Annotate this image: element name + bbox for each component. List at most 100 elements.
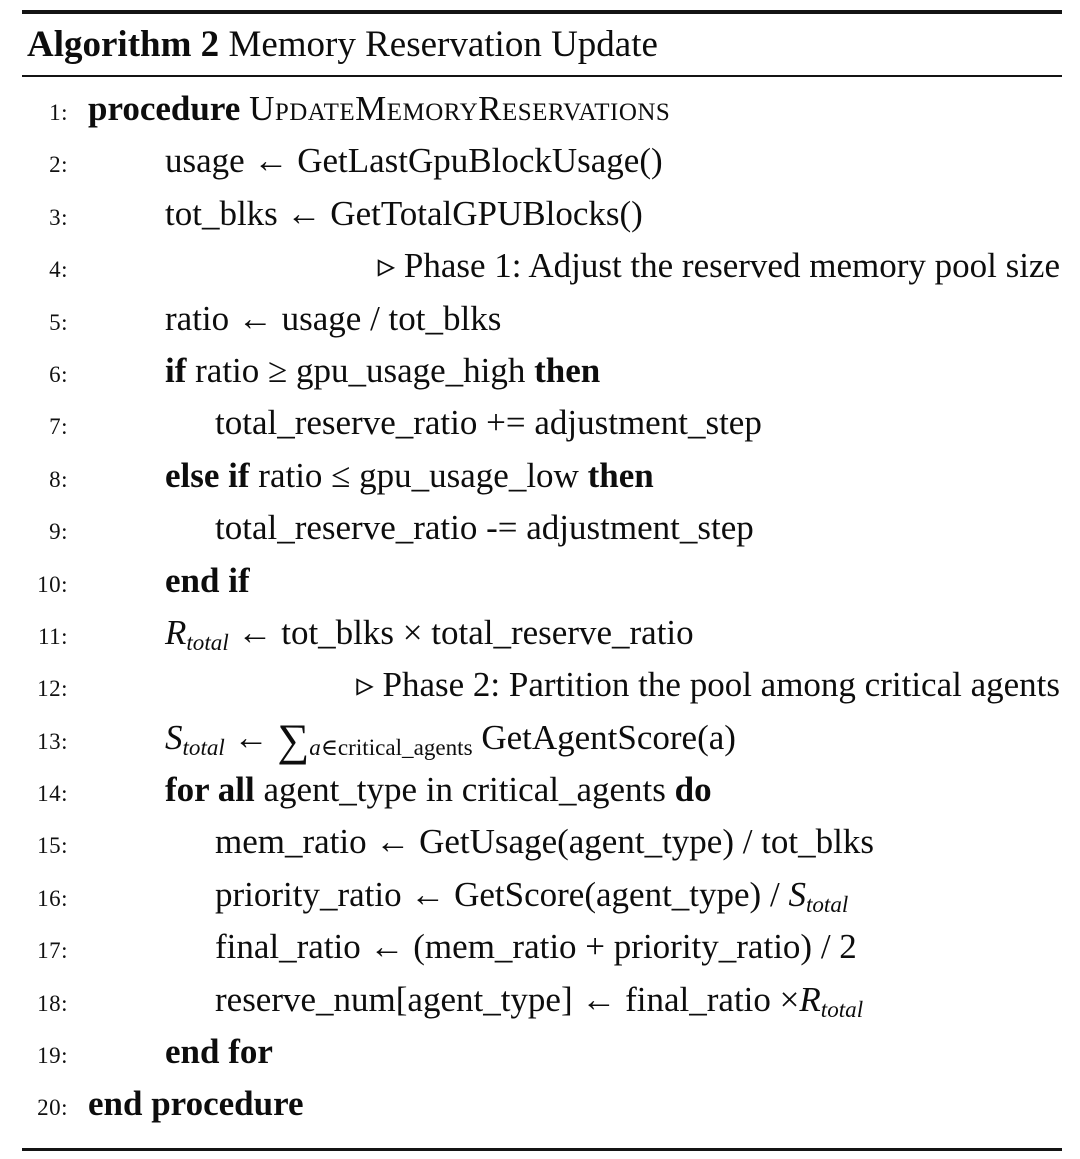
algorithm-line: 17: final_ratio ← (mem_ratio + priority_r… [22, 927, 1062, 979]
code-segment: ▹ Phase 1: Adjust the reserved memory po… [377, 246, 1060, 286]
code-segment: ∈critical_agents [320, 733, 473, 760]
code-segment: then [587, 455, 654, 495]
code-segment: do [674, 770, 712, 810]
code-text: Stotal ← ∑a∈critical_agents GetAgentScor… [88, 717, 1062, 762]
line-number: 16: [37, 885, 68, 911]
code-text: Rtotal ← tot_blks × total_reserve_ratio [88, 613, 1062, 656]
code-segment: usage ← GetLastGpuBlockUsage() [165, 141, 663, 181]
code-text: usage ← GetLastGpuBlockUsage() [88, 141, 1062, 181]
algorithm-figure: Algorithm 2 Memory Reservation Update 1:… [22, 10, 1062, 1151]
line-number: 19: [37, 1043, 68, 1069]
algorithm-line: 4: ▹ Phase 1: Adjust the reserved memory … [22, 246, 1062, 298]
code-segment: ratio ≥ gpu_usage_high [195, 350, 535, 390]
algorithm-line: 1:procedure UpdateMemoryReservations [22, 89, 1062, 141]
code-text: end procedure [88, 1084, 1062, 1124]
code-segment: then [534, 350, 601, 390]
comment-text: ▹ Phase 2: Partition the pool among crit… [88, 665, 1062, 705]
code-segment: end if [165, 560, 250, 600]
code-segment: end for [165, 1032, 273, 1072]
line-number: 5: [49, 309, 68, 335]
code-segment: total [182, 733, 225, 760]
code-segment: S [788, 874, 806, 914]
code-segment: priority_ratio ← GetScore(agent_type) / [215, 874, 789, 914]
line-number: 13: [37, 728, 68, 754]
code-segment: S [165, 717, 183, 757]
code-segment: a [309, 733, 321, 760]
code-segment: ratio ≤ gpu_usage_low [258, 455, 588, 495]
line-number: 14: [37, 781, 68, 807]
code-text: end if [88, 561, 1062, 601]
algorithm-line: 12: ▹ Phase 2: Partition the pool among c… [22, 665, 1062, 717]
algorithm-line: 14: for all agent_type in critical_agents… [22, 770, 1062, 822]
algorithm-line: 10: end if [22, 561, 1062, 613]
code-segment: mem_ratio ← GetUsage(agent_type) / tot_b… [215, 822, 875, 862]
code-text: reserve_num[agent_type] ← final_ratio ×R… [88, 980, 1062, 1023]
line-number: 6: [49, 361, 68, 387]
line-number: 15: [37, 833, 68, 859]
code-segment: R [165, 612, 187, 652]
code-segment: UpdateMemoryReservations [249, 89, 671, 128]
code-segment: ← [224, 717, 278, 757]
algorithm-line: 7: total_reserve_ratio += adjustment_step [22, 403, 1062, 455]
line-number: 9: [49, 519, 68, 545]
code-text: tot_blks ← GetTotalGPUBlocks() [88, 194, 1062, 234]
code-text: for all agent_type in critical_agents do [88, 770, 1062, 810]
algorithm-line: 20:end procedure [22, 1084, 1062, 1136]
code-segment: for all [165, 770, 264, 810]
code-segment: total [186, 628, 229, 655]
algorithm-line: 9: total_reserve_ratio -= adjustment_step [22, 508, 1062, 560]
line-number: 10: [37, 571, 68, 597]
code-segment: ratio ← usage / tot_blks [165, 298, 502, 338]
line-number: 12: [37, 676, 68, 702]
algorithm-body: 1:procedure UpdateMemoryReservations 2: us… [22, 77, 1062, 1148]
code-segment: ▹ Phase 2: Partition the pool among crit… [356, 665, 1060, 705]
code-segment: procedure [88, 89, 250, 128]
code-segment: GetAgentScore(a) [472, 717, 736, 757]
algorithm-line: 2: usage ← GetLastGpuBlockUsage() [22, 141, 1062, 193]
algorithm-line: 6: if ratio ≥ gpu_usage_high then [22, 351, 1062, 403]
algorithm-line: 19: end for [22, 1032, 1062, 1084]
line-number: 3: [49, 204, 68, 230]
code-text: total_reserve_ratio += adjustment_step [88, 403, 1062, 443]
line-number: 18: [37, 990, 68, 1016]
code-text: final_ratio ← (mem_ratio + priority_rati… [88, 927, 1062, 967]
code-text: if ratio ≥ gpu_usage_high then [88, 351, 1062, 391]
line-number: 4: [49, 257, 68, 283]
algorithm-line: 13: Stotal ← ∑a∈critical_agents GetAgentS… [22, 717, 1062, 770]
code-segment: reserve_num[agent_type] ← final_ratio × [215, 979, 800, 1019]
code-text: procedure UpdateMemoryReservations [88, 89, 1062, 129]
code-text: else if ratio ≤ gpu_usage_low then [88, 456, 1062, 496]
code-segment: tot_blks ← GetTotalGPUBlocks() [165, 193, 643, 233]
algorithm-line: 18: reserve_num[agent_type] ← final_ratio… [22, 980, 1062, 1032]
algorithm-line: 8:else if ratio ≤ gpu_usage_low then [22, 456, 1062, 508]
code-segment: total [820, 995, 864, 1022]
code-segment: total [805, 890, 849, 917]
code-segment: total_reserve_ratio += adjustment_step [215, 403, 762, 443]
algorithm-caption-label: Algorithm 2 [27, 24, 220, 65]
code-text: mem_ratio ← GetUsage(agent_type) / tot_b… [88, 822, 1062, 862]
algorithm-caption-title: Memory Reservation Update [219, 24, 658, 65]
code-text: end for [88, 1032, 1062, 1072]
code-segment: end procedure [88, 1084, 304, 1124]
line-number: 17: [37, 938, 68, 964]
algorithm-line: 16: priority_ratio ← GetScore(agent_type)… [22, 875, 1062, 927]
line-number: 11: [37, 623, 68, 649]
code-text: priority_ratio ← GetScore(agent_type) / … [88, 875, 1062, 918]
code-segment: ← tot_blks × total_reserve_ratio [228, 612, 694, 652]
algorithm-caption: Algorithm 2 Memory Reservation Update [22, 14, 1062, 77]
algorithm-line: 5: ratio ← usage / tot_blks [22, 299, 1062, 351]
algorithm-line: 15: mem_ratio ← GetUsage(agent_type) / to… [22, 822, 1062, 874]
code-text: ratio ← usage / tot_blks [88, 299, 1062, 339]
code-segment: agent_type in critical_agents [263, 770, 675, 810]
code-segment: R [799, 979, 821, 1019]
code-segment: if [165, 350, 196, 390]
code-segment: else if [165, 455, 259, 495]
code-segment: final_ratio ← (mem_ratio + priority_rati… [215, 927, 857, 967]
code-segment: total_reserve_ratio -= adjustment_step [215, 508, 754, 548]
comment-text: ▹ Phase 1: Adjust the reserved memory po… [88, 246, 1062, 286]
line-number: 2: [49, 152, 68, 178]
code-text: total_reserve_ratio -= adjustment_step [88, 508, 1062, 548]
summation-symbol: ∑ [277, 714, 310, 765]
algorithm-line: 3: tot_blks ← GetTotalGPUBlocks() [22, 194, 1062, 246]
line-number: 7: [49, 414, 68, 440]
